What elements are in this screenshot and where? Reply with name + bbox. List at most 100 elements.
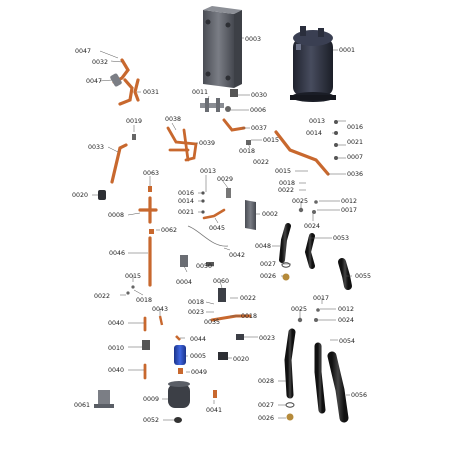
label-0053: 0053 — [333, 235, 349, 242]
filter-drier-0005-icon — [174, 345, 186, 365]
fittings-center-icon — [201, 191, 205, 214]
label-0019: 0019 — [126, 118, 142, 125]
label-0040a: 0040 — [108, 320, 124, 327]
label-0021a: 0021 — [347, 139, 363, 146]
label-0024b: 0024 — [338, 317, 354, 324]
label-0003: 0003 — [245, 36, 261, 43]
label-0011: 0011 — [192, 89, 208, 96]
filter-0044-icon — [175, 335, 181, 341]
label-0008: 0008 — [108, 212, 124, 219]
label-0037: 0037 — [251, 125, 267, 132]
label-0025b: 0025 — [291, 306, 307, 313]
label-0047: 0047 — [75, 48, 91, 55]
label-0056: 0056 — [351, 392, 367, 399]
fitting-0015-icon — [246, 140, 251, 145]
label-0047b: 0047 — [86, 78, 102, 85]
fitting-0049-icon — [178, 368, 183, 374]
label-0020a: 0020 — [72, 192, 88, 199]
pipe-0037-icon — [222, 118, 246, 132]
label-0050: 0050 — [196, 263, 212, 270]
valve-0010-icon — [142, 340, 150, 350]
hose-0056-icon — [327, 351, 349, 423]
label-0006: 0006 — [250, 107, 266, 114]
fitting-0041-icon — [213, 390, 217, 398]
label-0045: 0045 — [209, 225, 225, 232]
label-0013a: 0013 — [309, 118, 325, 125]
fittings-0025b-icon — [297, 308, 320, 323]
label-0015a: 0015 — [263, 137, 279, 144]
label-0022a: 0022 — [253, 159, 269, 166]
label-0018d: 0018 — [136, 297, 152, 304]
label-0030: 0030 — [251, 92, 267, 99]
solenoid-0060-icon — [218, 288, 226, 302]
ring-0052-icon — [174, 417, 182, 423]
label-0024a: 0024 — [304, 223, 320, 230]
label-0016a: 0016 — [347, 124, 363, 131]
label-0061: 0061 — [74, 402, 90, 409]
label-0014b: 0014 — [178, 198, 194, 205]
label-0055: 0055 — [355, 273, 371, 280]
label-0035: 0035 — [204, 319, 220, 326]
label-0005: 0005 — [190, 353, 206, 360]
label-0041: 0041 — [206, 407, 222, 414]
label-0027b: 0027 — [258, 402, 274, 409]
hose-0028-icon — [284, 328, 296, 399]
label-0018b: 0018 — [279, 180, 295, 187]
label-0012b: 0012 — [338, 306, 354, 313]
label-0002: 0002 — [262, 211, 278, 218]
label-0042: 0042 — [229, 252, 245, 259]
fittings-right-icon — [334, 120, 338, 160]
label-0001: 0001 — [339, 47, 355, 54]
label-0004: 0004 — [176, 279, 192, 286]
fitting-0063-icon — [148, 186, 152, 192]
washer-0027-icon — [281, 262, 291, 268]
label-0023b: 0023 — [259, 335, 275, 342]
valve-0029-icon — [226, 188, 231, 198]
label-0020b: 0020 — [233, 356, 249, 363]
hose-0054-icon — [314, 342, 326, 414]
valve-0011-icon — [200, 98, 224, 112]
pipe-0039-icon — [166, 126, 198, 162]
label-0017b: 0017 — [313, 295, 329, 302]
label-0007: 0007 — [347, 154, 363, 161]
sight-glass-0047-icon — [110, 73, 122, 87]
label-0046: 0046 — [109, 250, 125, 257]
label-0032: 0032 — [92, 59, 108, 66]
label-0044: 0044 — [190, 336, 206, 343]
nut-0006-icon — [225, 106, 231, 112]
pipe-0031-icon — [118, 78, 140, 106]
label-0023a: 0023 — [188, 309, 204, 316]
label-0026b: 0026 — [258, 415, 274, 422]
label-0062: 0062 — [161, 227, 177, 234]
label-0026a: 0026 — [260, 273, 276, 280]
pipe-0033-icon — [110, 143, 128, 184]
label-0033: 0033 — [88, 144, 104, 151]
leader-lines — [92, 37, 352, 421]
washer-0027b-icon — [285, 402, 295, 408]
tee-0008-icon — [138, 196, 158, 224]
brazed-hx-0002-icon — [245, 200, 256, 230]
label-0010: 0010 — [108, 345, 124, 352]
label-0043: 0043 — [152, 306, 168, 313]
label-0018a: 0018 — [239, 148, 255, 155]
capillary-0042-icon — [187, 225, 229, 247]
label-0029: 0029 — [217, 176, 233, 183]
label-0022c: 0022 — [240, 295, 256, 302]
label-0009: 0009 — [143, 396, 159, 403]
nut-0026-icon — [282, 273, 290, 281]
pipe-0045-icon — [202, 208, 226, 220]
label-0022b: 0022 — [278, 187, 294, 194]
valve-0020b-icon — [218, 352, 228, 360]
fittings-lower-left-icon — [126, 285, 135, 295]
label-0014a: 0014 — [306, 130, 322, 137]
label-0028: 0028 — [258, 378, 274, 385]
pipe-0043-icon — [158, 315, 164, 326]
label-0018c: 0018 — [188, 299, 204, 306]
label-0063: 0063 — [143, 170, 159, 177]
valve-0020-icon — [98, 190, 106, 200]
label-0012a: 0012 — [341, 198, 357, 205]
label-0013b: 0013 — [200, 168, 216, 175]
pipe-0036-icon — [274, 130, 330, 176]
